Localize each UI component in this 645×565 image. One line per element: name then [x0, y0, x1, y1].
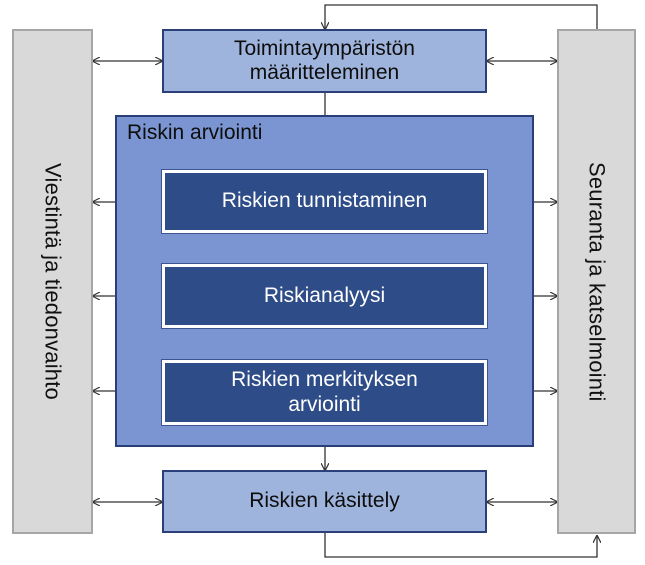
- monitoring-label: Seuranta ja katselmointi: [584, 161, 610, 402]
- context-label: Toimintaympäristön määrittel­eminen: [234, 36, 415, 84]
- step-identification: Riskien tunnistaminen: [161, 169, 488, 234]
- communication-label: Viestintä ja tiedonvaihto: [40, 163, 66, 400]
- treatment-box: Riskien käsittely: [162, 470, 487, 533]
- step-evaluation: Riskien merkityksen arviointi: [161, 359, 488, 426]
- step-label: Riskianalyysi: [263, 283, 386, 307]
- monitoring-box: Seuranta ja katselmointi: [557, 29, 636, 534]
- assessment-title: Riskin arviointi: [127, 121, 263, 144]
- treatment-label: Riskien käsittely: [249, 489, 400, 513]
- communication-box: Viestintä ja tiedonvaihto: [12, 29, 93, 534]
- feedback-loop-top: [325, 4, 598, 29]
- step-label: Riskien merkityksen arviointi: [231, 368, 418, 416]
- context-box: Toimintaympäristön määrittel­eminen: [162, 29, 487, 93]
- feedback-loop-bottom: [324, 533, 597, 558]
- step-analysis: Riskianalyysi: [161, 263, 488, 329]
- step-label: Riskien tunnistaminen: [221, 189, 428, 213]
